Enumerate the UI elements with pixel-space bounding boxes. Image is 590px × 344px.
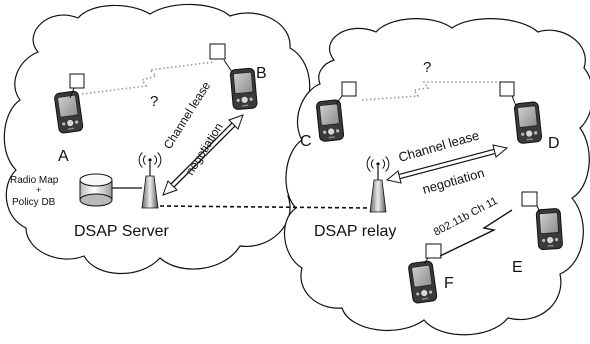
device-a-label-box [69,73,85,89]
device-a: A [53,73,85,165]
device-f-label: F [444,275,454,292]
db-label-line1: Radio Map [10,175,59,186]
device-e-label: E [512,259,523,276]
unknown-link-mark-left: ? [150,93,158,110]
device-e-label-box [521,191,538,207]
left-lease-arrow-icon [162,114,244,196]
device-e: E [512,191,564,276]
database-icon [79,173,113,207]
relay-tower-icon [366,156,390,213]
server-tower-icon [138,152,162,209]
device-f: F [407,243,454,305]
right-lease-arrow-icon [385,144,509,184]
db-label-line2: + [36,185,41,195]
device-a-label: A [58,148,69,165]
device-d: D [499,81,560,152]
device-b-label: B [256,65,267,82]
device-b-label-box [209,43,226,60]
right-cloud [283,18,590,336]
device-c-label-box [341,81,357,97]
server-label: DSAP Server [74,223,170,240]
device-c-label: C [300,133,312,150]
channel-zigzag-icon [439,209,513,257]
device-d-label: D [548,135,560,152]
server-relay-link [159,205,371,209]
device-b: B [209,43,267,111]
db-label-line3: Policy DB [12,197,56,208]
relay-label: DSAP relay [314,223,396,240]
device-c: C [300,81,357,150]
device-f-label-box [425,243,442,259]
device-d-label-box [499,81,515,97]
unknown-link-mark-right: ? [423,59,431,76]
